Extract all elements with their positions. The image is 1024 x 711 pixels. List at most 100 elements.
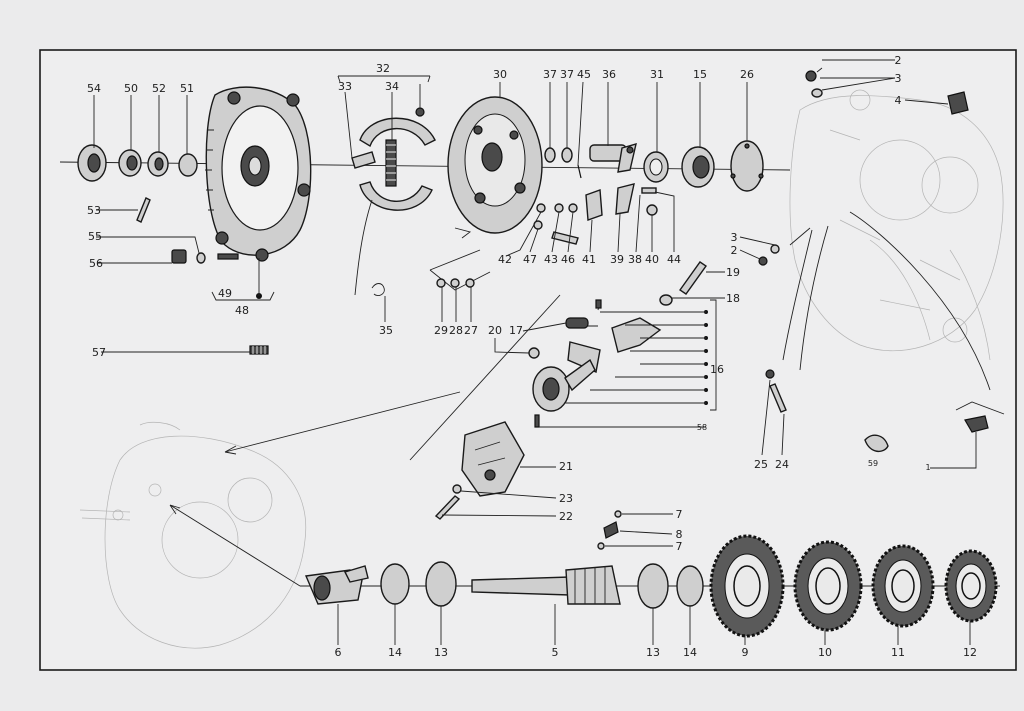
label-56: 56 (89, 257, 103, 270)
part-9-gear (709, 534, 785, 638)
part-25-nut (765, 369, 775, 379)
part-49-stud (217, 253, 239, 260)
label-40: 40 (645, 253, 659, 266)
part-42-washer (536, 203, 546, 213)
part-29-nut (436, 278, 446, 288)
part-35-clip (371, 283, 385, 297)
label-20: 20 (488, 324, 502, 337)
label-32: 32 (376, 62, 390, 75)
part-41-lever (585, 189, 603, 221)
part-8-spring (603, 521, 619, 539)
part-45-pin (577, 164, 582, 179)
part-6-selector-fork (304, 565, 369, 605)
part-1-bracket (964, 415, 989, 433)
label-12: 12 (963, 646, 977, 659)
part-22-screw (434, 495, 461, 520)
part-36-camshaft (589, 143, 637, 173)
part-26-gasket (730, 140, 764, 192)
part-27-washer (465, 278, 475, 288)
label-58: 58 (697, 423, 707, 432)
part-housing-cover (205, 86, 312, 262)
label-9: 9 (742, 646, 749, 659)
label-7-top: 7 (676, 508, 683, 521)
part-43-washer (554, 203, 564, 213)
bracket-32 (337, 75, 431, 83)
part-24-bolt (769, 383, 787, 413)
part-31-seal (643, 151, 669, 183)
label-36: 36 (602, 68, 616, 81)
label-10: 10 (818, 646, 832, 659)
label-48: 48 (235, 304, 249, 317)
leader-lines (93, 59, 991, 645)
bracket-48 (211, 291, 275, 301)
part-number-labels: 54 50 52 51 53 55 56 49 48 57 32 33 34 3… (87, 54, 977, 659)
part-34-brake-shoes (359, 107, 436, 211)
label-14-right: 14 (683, 646, 697, 659)
label-33: 33 (338, 80, 352, 93)
part-15-bearing (681, 146, 715, 188)
label-13-left: 13 (434, 646, 448, 659)
part-40-nut (646, 204, 658, 216)
part-39-lever (615, 183, 635, 215)
label-35: 35 (379, 324, 393, 337)
part-3-washer-top (811, 88, 823, 98)
part-28-washer (450, 278, 460, 288)
part-11-gear (871, 544, 935, 628)
part-12-gear (944, 549, 998, 623)
part-37-ring-a (544, 147, 556, 163)
label-14-left: 14 (388, 646, 402, 659)
part-10-gear (793, 540, 863, 632)
label-5: 5 (552, 646, 559, 659)
label-52: 52 (152, 82, 166, 95)
label-44: 44 (667, 253, 681, 266)
label-16: 16 (710, 363, 724, 376)
label-31: 31 (650, 68, 664, 81)
label-38: 38 (628, 253, 642, 266)
label-49: 49 (218, 287, 232, 300)
part-14-circlip-left (380, 563, 410, 605)
label-2-mid: 2 (731, 244, 738, 257)
label-47: 47 (523, 253, 537, 266)
part-52-ring (147, 151, 169, 177)
label-25: 25 (754, 458, 768, 471)
part-3-washer-mid (770, 244, 780, 254)
label-21: 21 (559, 460, 573, 473)
part-23-washer (452, 484, 462, 494)
part-7-ball-bottom (597, 542, 605, 550)
part-33-brake-pin (351, 151, 376, 169)
label-37-b: 37 (560, 68, 574, 81)
label-18: 18 (726, 292, 740, 305)
part-30-brake-plate (447, 96, 543, 239)
part-18-washer (659, 294, 673, 306)
part-14-circlip-right (676, 565, 704, 607)
label-23: 23 (559, 492, 573, 505)
bracket-16 (710, 299, 717, 411)
part-43b-washer (568, 203, 578, 213)
part-2-nut-top (805, 70, 817, 82)
label-2-top: 2 (895, 54, 902, 67)
label-4: 4 (895, 94, 902, 107)
label-17: 17 (509, 324, 523, 337)
label-30: 30 (493, 68, 507, 81)
part-16-selector-drum (532, 358, 596, 412)
label-43: 43 (544, 253, 558, 266)
part-19-bolt (679, 261, 707, 295)
label-37-a: 37 (543, 68, 557, 81)
engine-case-right-ghost (789, 89, 1004, 361)
part-20-ring (528, 347, 540, 359)
label-24: 24 (775, 458, 789, 471)
label-57: 57 (92, 346, 106, 359)
label-3-mid: 3 (731, 231, 738, 244)
label-39: 39 (610, 253, 624, 266)
label-28: 28 (449, 324, 463, 337)
label-59: 59 (868, 459, 878, 468)
part-13-ring-left (425, 561, 457, 607)
label-53: 53 (87, 204, 101, 217)
label-26: 26 (740, 68, 754, 81)
part-54-seal (77, 144, 107, 182)
label-7-bottom: 7 (676, 540, 683, 553)
part-44-pin (641, 187, 657, 194)
label-42: 42 (498, 253, 512, 266)
part-37-ring-b (561, 147, 573, 163)
